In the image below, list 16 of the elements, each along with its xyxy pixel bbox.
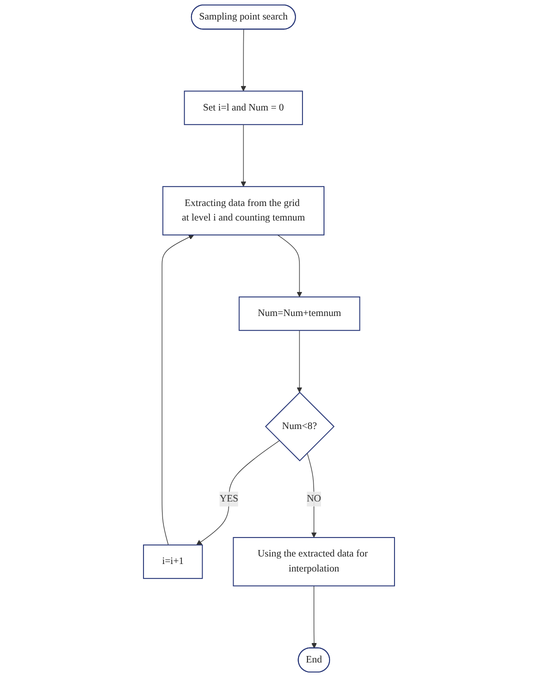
node-diamond: Num<8? [264,392,335,462]
arrow [240,29,246,92]
arrow [162,234,194,546]
arrow [196,440,280,546]
node-box: i=i+1 [143,544,203,579]
arrow [240,124,246,187]
node-box: Num=Num+temnum [238,296,360,331]
edge-label: NO [306,494,322,504]
node-box: Extracting data from the grid at level i and counting temnum [162,186,324,236]
node-box: Using the extracted data for interpolation [232,537,395,586]
arrow [296,330,302,393]
edge-label: YES [220,494,238,504]
arrow [277,234,302,298]
node-box: Set i=l and Num = 0 [184,90,303,126]
arrow [311,586,317,648]
arrow [306,452,317,538]
